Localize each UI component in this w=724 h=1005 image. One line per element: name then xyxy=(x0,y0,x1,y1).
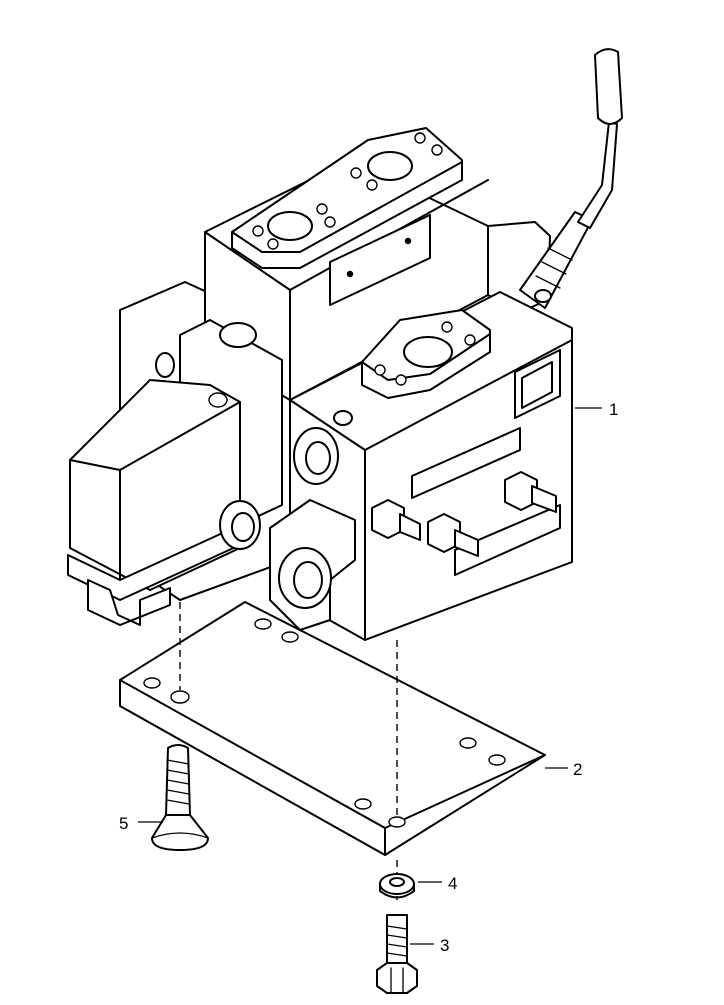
callout-3: 3 xyxy=(440,936,449,955)
hex-fittings xyxy=(371,471,557,557)
countersunk-screw xyxy=(151,744,209,851)
callout-2: 2 xyxy=(573,760,582,779)
callout-1: 1 xyxy=(609,400,618,419)
lock-washer xyxy=(379,873,415,899)
control-lever xyxy=(519,48,623,309)
hex-bolt xyxy=(376,914,418,994)
callout-5: 5 xyxy=(119,814,128,833)
callout-4: 4 xyxy=(448,874,457,893)
control-valve-block xyxy=(67,48,623,641)
leader-lines xyxy=(138,407,602,945)
alignment-lines xyxy=(179,590,398,900)
plate-holes xyxy=(143,618,506,828)
mounting-plate xyxy=(119,601,546,856)
